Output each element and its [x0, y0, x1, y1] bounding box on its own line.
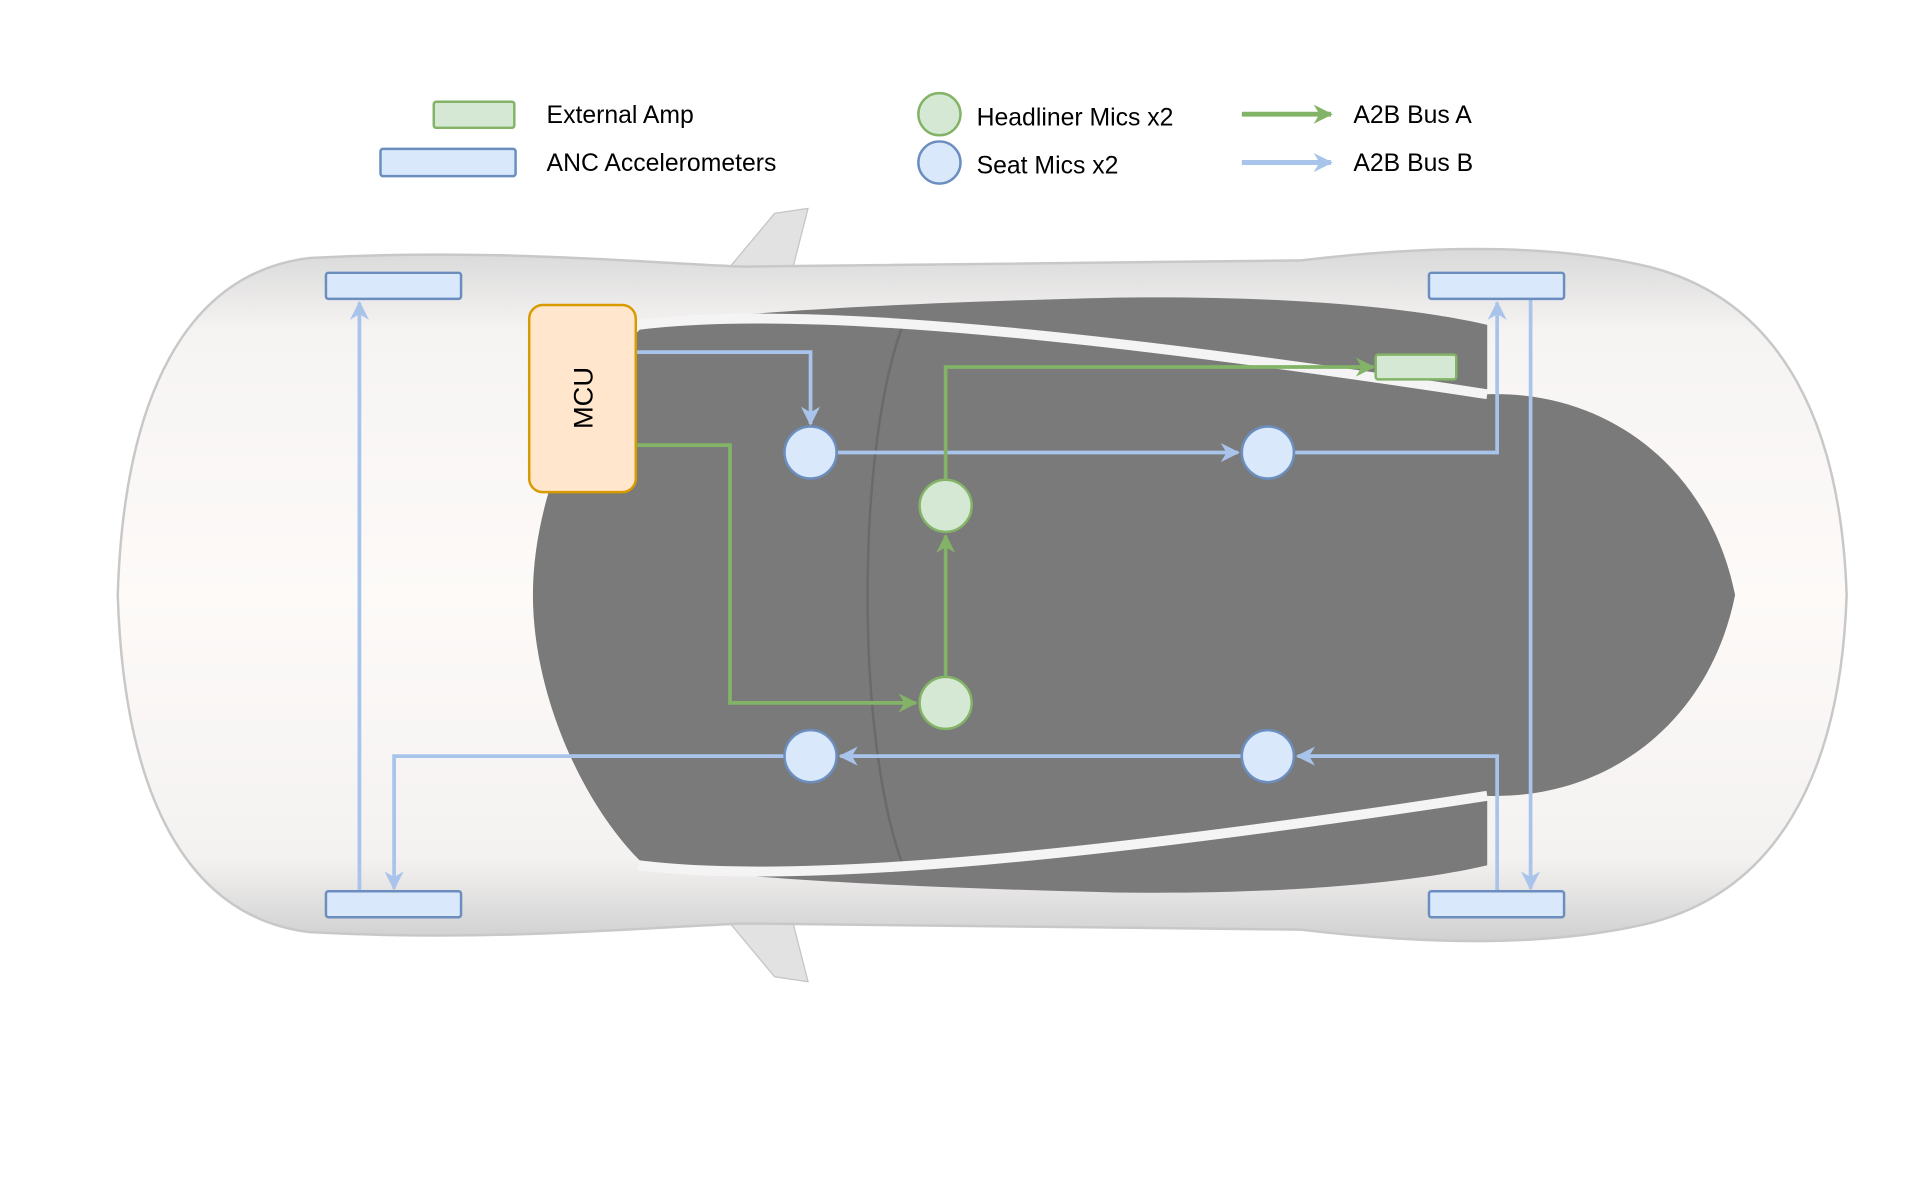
legend-external-amp-label: External Amp — [547, 102, 694, 129]
headliner-mics — [918, 478, 973, 731]
legend-bus-b-label: A2B Bus B — [1353, 150, 1473, 177]
legend-bus-a-label: A2B Bus A — [1353, 102, 1472, 129]
legend-accelerometers-label: ANC Accelerometers — [547, 150, 777, 177]
a2b-bus-a-lines — [635, 357, 1375, 713]
legend: External Amp ANC Accelerometers Headline… — [379, 91, 1473, 185]
bus-b-seat-front-to-accel-front-bottom — [384, 754, 785, 891]
car-roof-highlight-bottom — [637, 790, 1488, 877]
accelerometer-rear-top[interactable] — [1427, 271, 1566, 301]
a2b-bus-b-lines — [349, 298, 1541, 892]
seat-mic-rear-top[interactable] — [1240, 425, 1296, 480]
external-amp[interactable] — [1374, 353, 1458, 381]
legend-seat-swatch — [917, 140, 962, 185]
accelerometer-rear-bottom[interactable] — [1427, 890, 1566, 919]
headliner-mic-top[interactable] — [918, 478, 973, 534]
car-mirror-bottom — [723, 916, 809, 983]
headliner-mic-bottom[interactable] — [918, 675, 973, 731]
legend-headliner-swatch — [917, 91, 962, 137]
seat-mic-front-bottom[interactable] — [783, 728, 838, 784]
bus-b-seat-rear-to-accel-rear-top — [1295, 300, 1507, 455]
car-windshield-line — [866, 319, 906, 871]
seat-mics — [783, 425, 1296, 784]
car-roof-highlight-top — [637, 313, 1488, 400]
bus-b-accel-rear-bottom-to-seat-rear-bottom — [1295, 746, 1499, 892]
seat-mic-rear-bottom[interactable] — [1240, 728, 1296, 784]
bus-a-headliner-top-to-amp — [943, 357, 1375, 480]
legend-accelerometers-swatch — [379, 147, 517, 178]
bus-a-mcu-to-headliner-bottom — [635, 443, 918, 713]
legend-seat-label: Seat Mics x2 — [977, 153, 1119, 180]
mcu-box[interactable] — [527, 303, 638, 494]
car-mirror-top — [723, 207, 809, 274]
car-top-view — [116, 207, 1848, 983]
mcu[interactable]: MCU — [527, 303, 638, 494]
legend-external-amp-swatch — [432, 100, 516, 130]
accelerometer-front-bottom[interactable] — [324, 890, 463, 919]
bus-b-mcu-to-seat-front-top — [635, 350, 821, 426]
accelerometer-front-top[interactable] — [324, 271, 463, 301]
seat-mic-front-top[interactable] — [783, 425, 838, 480]
legend-headliner-label: Headliner Mics x2 — [977, 104, 1174, 131]
mcu-label: MCU — [567, 367, 598, 429]
anc-accelerometers — [324, 271, 1566, 919]
